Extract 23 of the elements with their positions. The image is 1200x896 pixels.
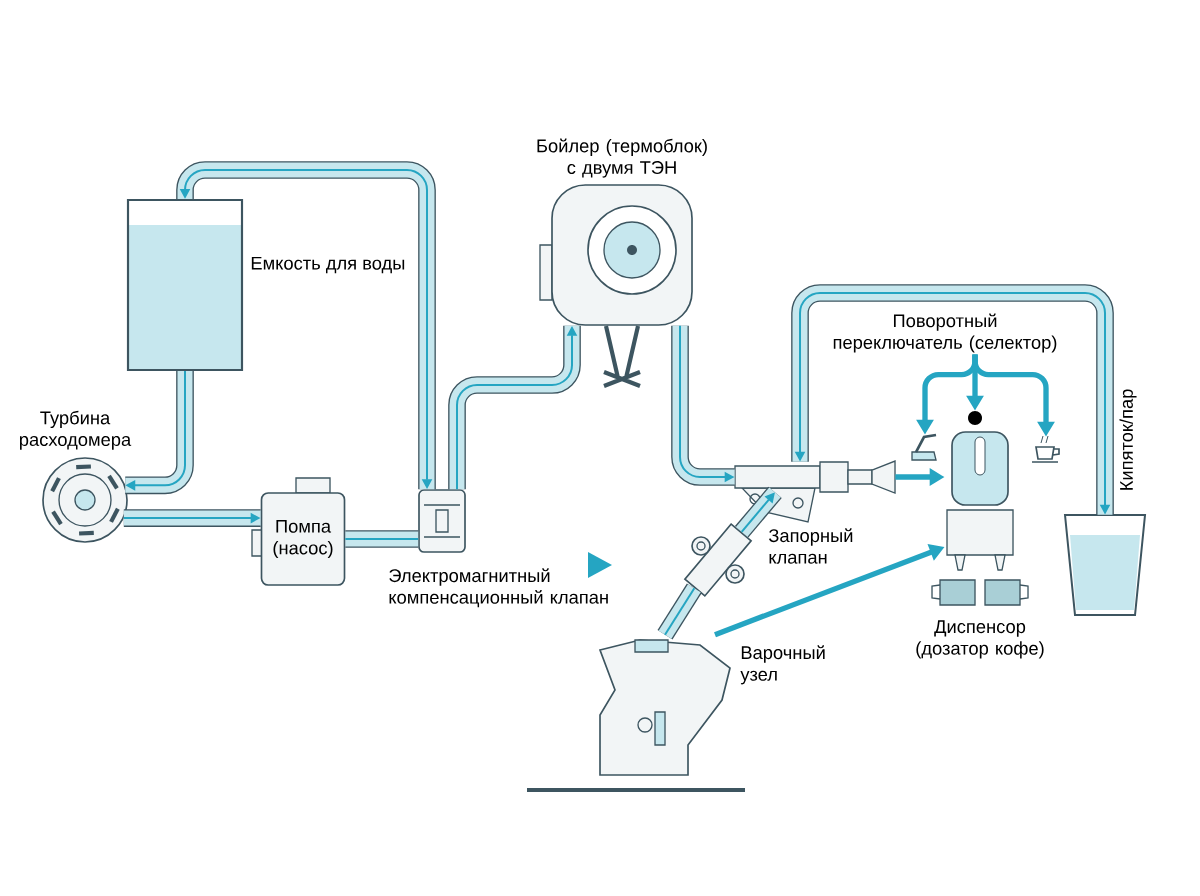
pipe bbox=[657, 583, 702, 640]
selector-label: Поворотный переключатель (селектор) bbox=[833, 313, 1057, 353]
pipe bbox=[791, 284, 1114, 515]
pipe bbox=[734, 486, 782, 538]
pipe bbox=[671, 324, 735, 486]
pump: Помпа (насос) bbox=[251, 477, 346, 586]
steam-wand-icon bbox=[911, 433, 937, 461]
component-label: Диспенсор (дозатор кофе) bbox=[916, 620, 1044, 659]
pipe bbox=[344, 530, 420, 548]
component-label: Бойлер (термоблок) с двумя ТЭН bbox=[537, 138, 707, 178]
component-label: Варочный узел bbox=[740, 645, 825, 685]
component-label: Запорный клапан bbox=[768, 528, 853, 564]
valve-manifold bbox=[734, 460, 896, 523]
dot bbox=[968, 411, 982, 425]
cup-icon bbox=[1031, 435, 1060, 463]
edge-label: Кипяток/пар bbox=[1117, 387, 1139, 493]
component-label: Емкость для воды bbox=[251, 256, 405, 274]
component-label: Турбина расходомера bbox=[20, 410, 132, 450]
pipe bbox=[448, 325, 581, 491]
pipe bbox=[176, 161, 436, 490]
pipe bbox=[125, 370, 194, 495]
component-label: Электромагнитный компенсационный клапан bbox=[389, 568, 608, 608]
pipe bbox=[122, 509, 261, 527]
